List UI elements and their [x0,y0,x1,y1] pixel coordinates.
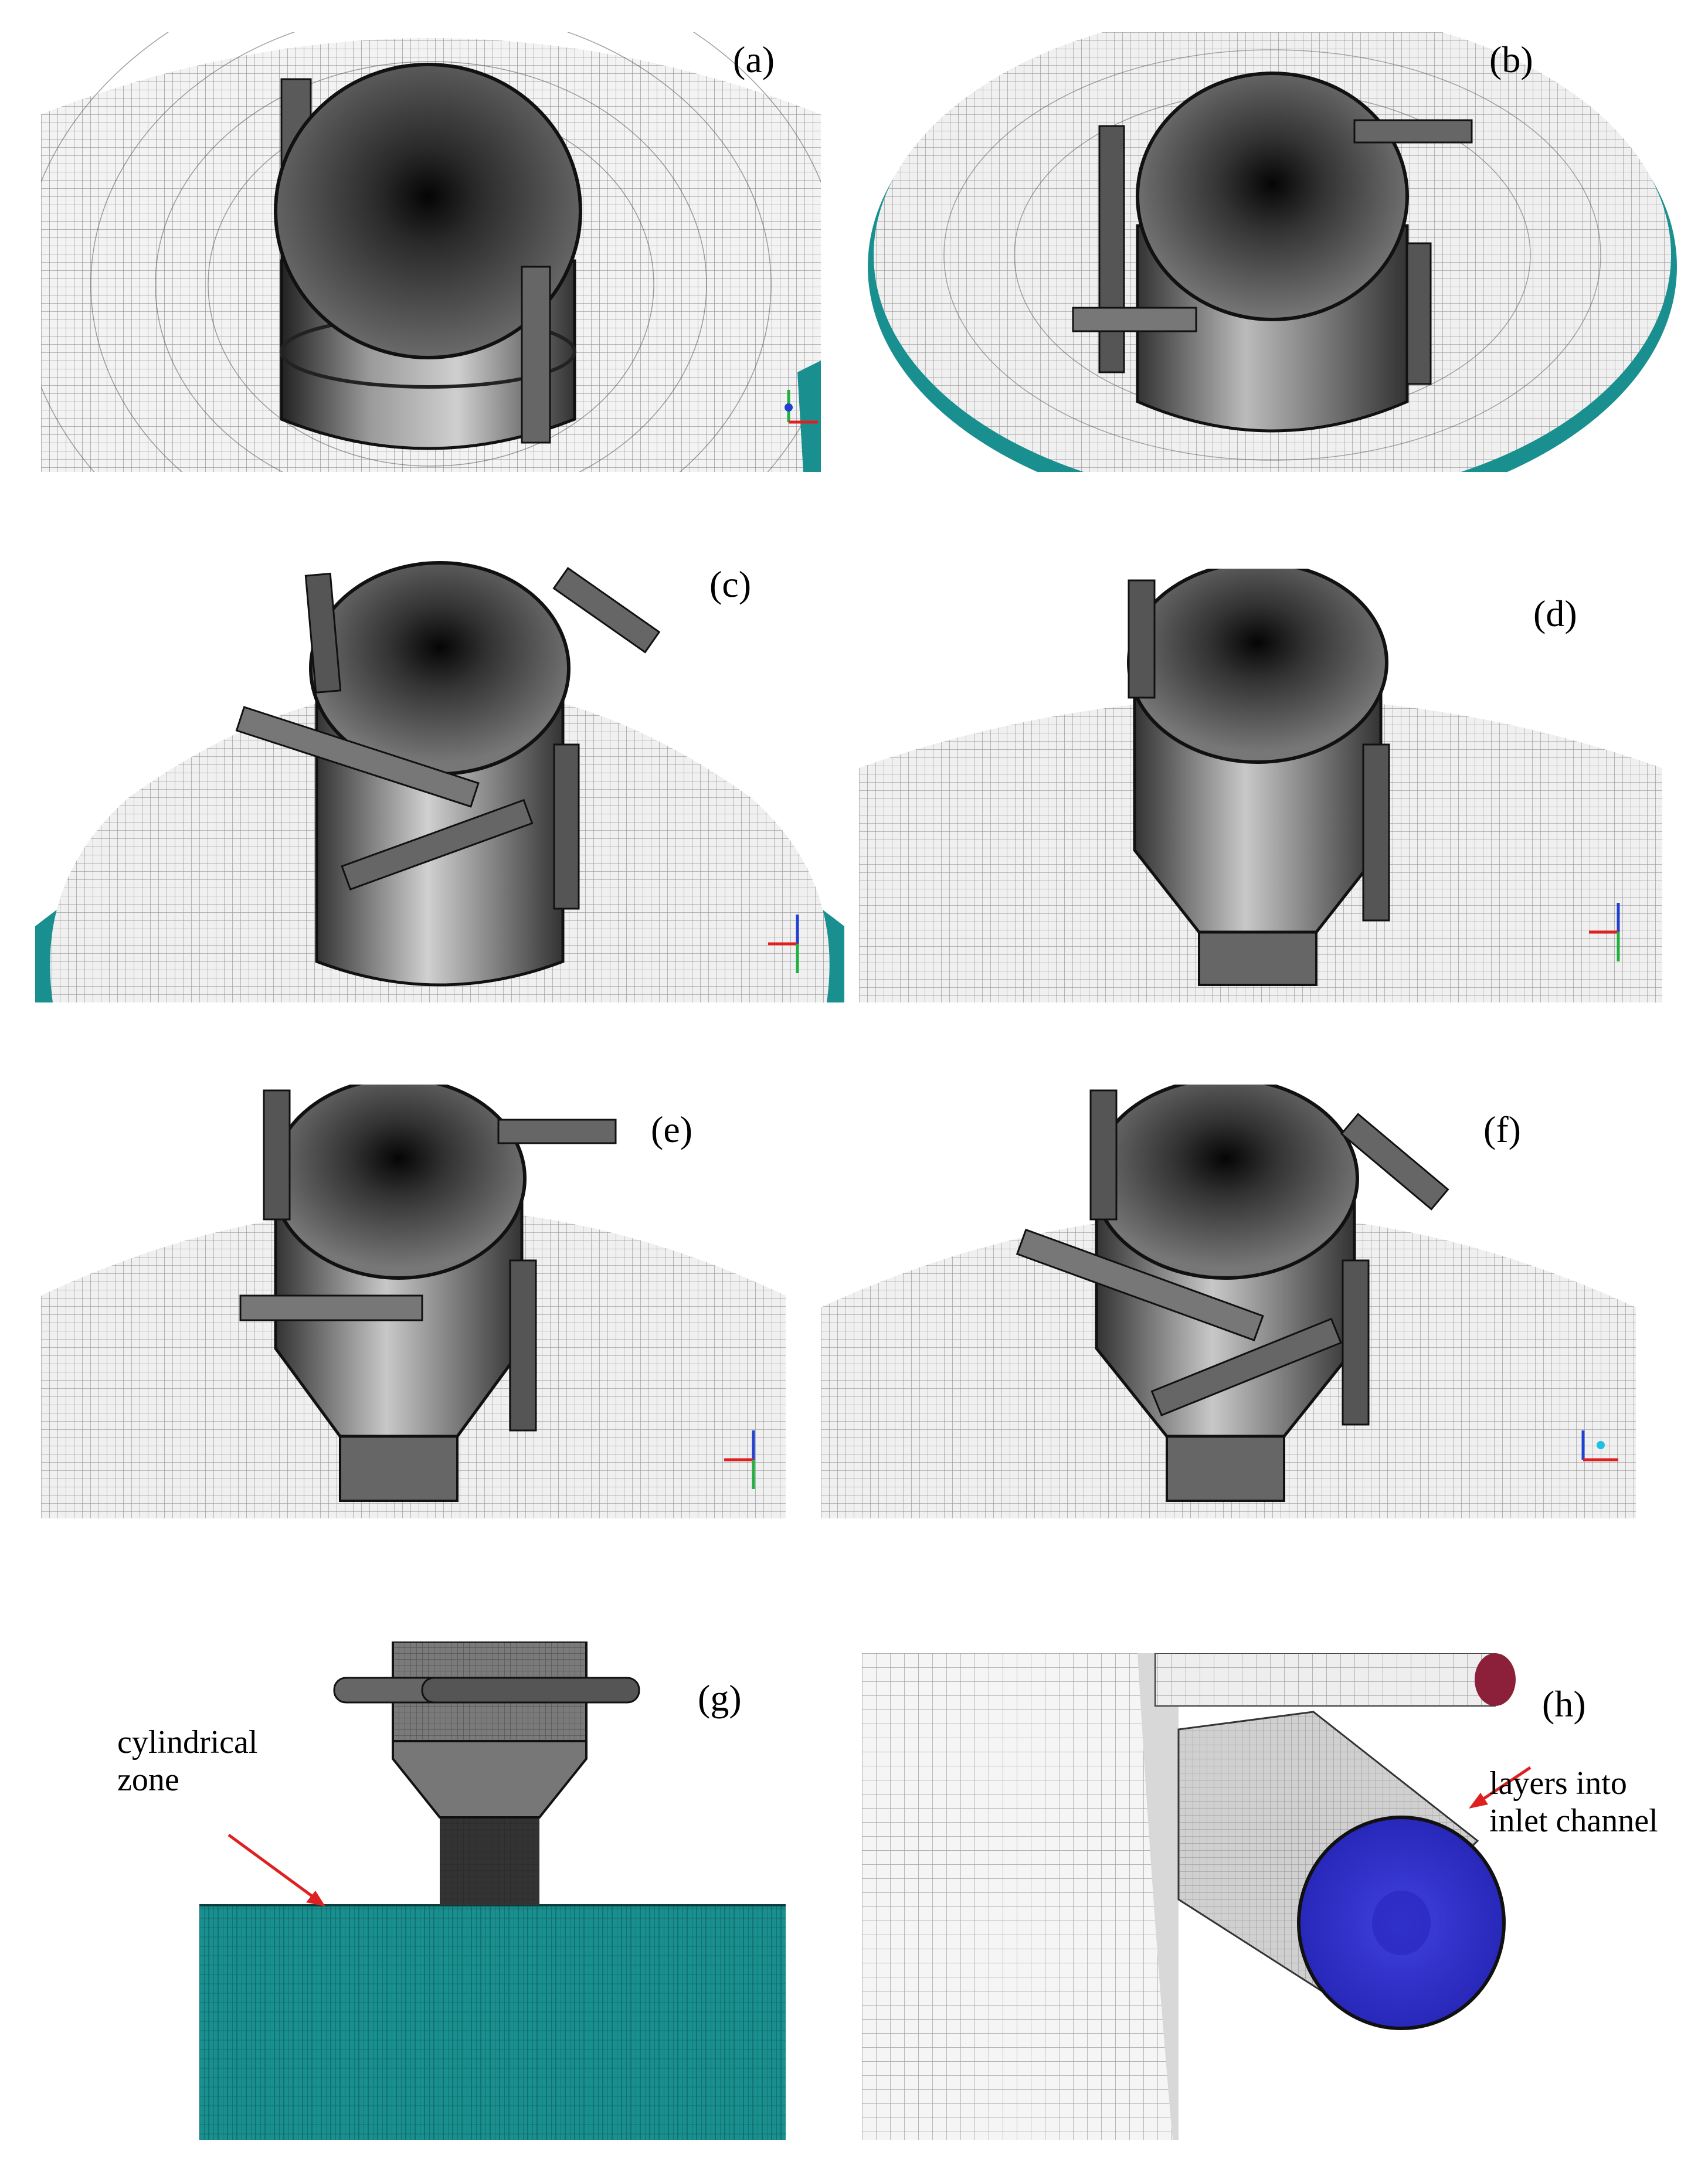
outlet-face [1475,1653,1516,1706]
annotation-g-line2: zone [117,1762,179,1798]
panel-h: (h) layers into inlet channel [862,1653,1683,2140]
axis-triad [785,390,818,424]
annotation-inlet-layers: layers into inlet channel [1489,1765,1658,1840]
annotation-g-line1: cylindrical [117,1724,258,1760]
annotation-h-line1: layers into [1489,1765,1627,1802]
cylinder-top [1092,1085,1359,1280]
axis-triad [724,1430,755,1489]
annotation-arrow-h [1476,1766,1532,1804]
axis-triad [768,915,799,973]
annotation-cylindrical-zone: cylindrical zone [117,1724,257,1799]
annotation-arrow-g [227,1833,318,1901]
panel-c-label: (c) [709,563,752,605]
panel-c-mesh [35,561,844,1002]
panel-f-mesh [821,1085,1636,1518]
panel-a-mesh [41,32,821,472]
annotation-h-line2: inlet channel [1489,1803,1658,1839]
panel-b-label: (b) [1489,39,1533,80]
panel-f-label: (f) [1483,1109,1521,1150]
panel-d-label: (d) [1533,593,1577,634]
panel-g: (g) cylindrical zone [35,1641,803,2140]
axis-triad [1581,1430,1618,1462]
axis-triad [1589,903,1620,961]
panel-d-mesh [859,569,1662,1002]
panel-b-mesh [868,32,1677,472]
panel-f: (f) [821,1085,1636,1518]
panel-g-mesh [199,1641,786,2140]
panel-d: (d) [859,569,1662,1002]
panel-e-mesh [41,1085,786,1518]
panel-a: (a) [41,32,821,472]
panel-h-label: (h) [1542,1683,1586,1725]
cylinder-top [274,63,582,359]
panel-a-label: (a) [733,39,775,80]
cylinder-top [1127,569,1388,764]
panel-e: (e) [41,1085,786,1518]
panel-h-mesh [862,1653,1532,2140]
panel-c: (c) [35,551,844,1002]
panel-g-label: (g) [698,1677,742,1719]
cylinder-top [271,1085,527,1280]
panel-b: (b) [868,32,1677,472]
cylinder-top [1136,72,1409,321]
panel-e-label: (e) [651,1109,693,1150]
